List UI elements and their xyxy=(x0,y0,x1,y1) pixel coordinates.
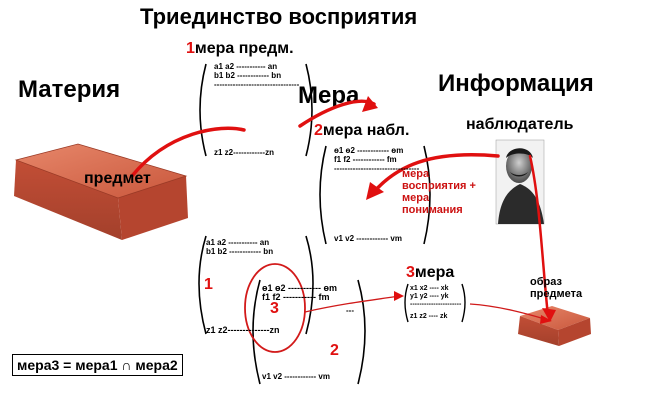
measure3-number: 3 xyxy=(406,264,415,281)
measure3-row2: y1 y2 ---- yk xyxy=(410,293,449,300)
measure1-row2: b1 b2 ------------ bn xyxy=(214,71,282,80)
measure1-matrix: a1 a2 ----------- an b1 b2 ------------ … xyxy=(214,62,299,89)
measure2-matrix: ѳ1 ѳ2 ------------ ѳm f1 f2 ------------… xyxy=(334,146,419,173)
diagram-title: Триединство восприятия xyxy=(140,4,418,29)
measure2-label: мера набл. xyxy=(322,122,410,139)
observer-label: наблюдатель xyxy=(466,116,574,133)
heading-matter: Материя xyxy=(18,76,121,103)
overlap-m1-row2: b1 b2 ------------ bn xyxy=(206,247,274,256)
brick-image xyxy=(518,306,591,346)
measure2-number: 2 xyxy=(314,122,323,139)
measure1-dash: -------------------------------- xyxy=(214,80,300,89)
perception-note: мера восприятия + мера понимания xyxy=(402,168,476,216)
brick-object xyxy=(14,143,188,240)
measure2-row1: ѳ1 ѳ2 ------------ ѳm xyxy=(334,146,404,155)
overlap-label-2: 2 xyxy=(330,342,339,359)
overlap-label-1: 1 xyxy=(204,276,213,293)
overlap-m2-row1: ѳ1 ѳ2 ----------- ѳm xyxy=(262,283,337,293)
overlap-measure2-top: ѳ1 ѳ2 ----------- ѳm f1 f2 ----------- f… xyxy=(262,284,337,302)
measure3-row1: x1 x2 ---- xk xyxy=(410,285,449,292)
overlap-label-3: 3 xyxy=(270,300,279,317)
overlap-m2-last-row: v1 v2 ------------ vm xyxy=(262,372,330,381)
overlap-m1-row1: a1 a2 ----------- an xyxy=(206,238,270,247)
image-label: образ предмета xyxy=(530,276,583,300)
observer-portrait xyxy=(495,139,545,225)
overlap-measure1-top: a1 a2 ----------- an b1 b2 ------------ … xyxy=(206,238,273,256)
heading-information: Информация xyxy=(438,70,594,97)
measure3-last-row: z1 z2 ---- zk xyxy=(410,313,448,320)
measure1-header: 1мера предм. xyxy=(186,40,294,58)
measure2-header: 2мера набл. xyxy=(314,122,409,140)
measure1-number: 1 xyxy=(186,40,195,57)
object-label: предмет xyxy=(84,170,151,187)
measure2-last-row: v1 v2 ------------ vm xyxy=(334,234,402,243)
measure3-label: мера xyxy=(414,264,455,281)
overlap-m2-row2: f1 f2 ----------- fm xyxy=(262,292,330,302)
measure2-row2: f1 f2 ------------ fm xyxy=(334,155,397,164)
measure3-matrix: x1 x2 ---- xk y1 y2 ---- yk ------------… xyxy=(410,285,461,321)
overlap-m1-last-row: z1 z2--------------zn xyxy=(206,325,280,335)
measure2-dash: -------------------------------- xyxy=(334,164,420,173)
measure3-dash: ---------------------- xyxy=(410,301,462,308)
measure1-last-row: z1 z2------------zn xyxy=(214,148,274,157)
measure3-header: 3мера xyxy=(406,264,454,282)
measure1-label: мера предм. xyxy=(194,40,294,57)
formula-box: мера3 = мера1 ∩ мера2 xyxy=(12,354,183,376)
overlap-m2-dash: --- xyxy=(346,306,354,315)
measure1-row1: a1 a2 ----------- an xyxy=(214,62,278,71)
